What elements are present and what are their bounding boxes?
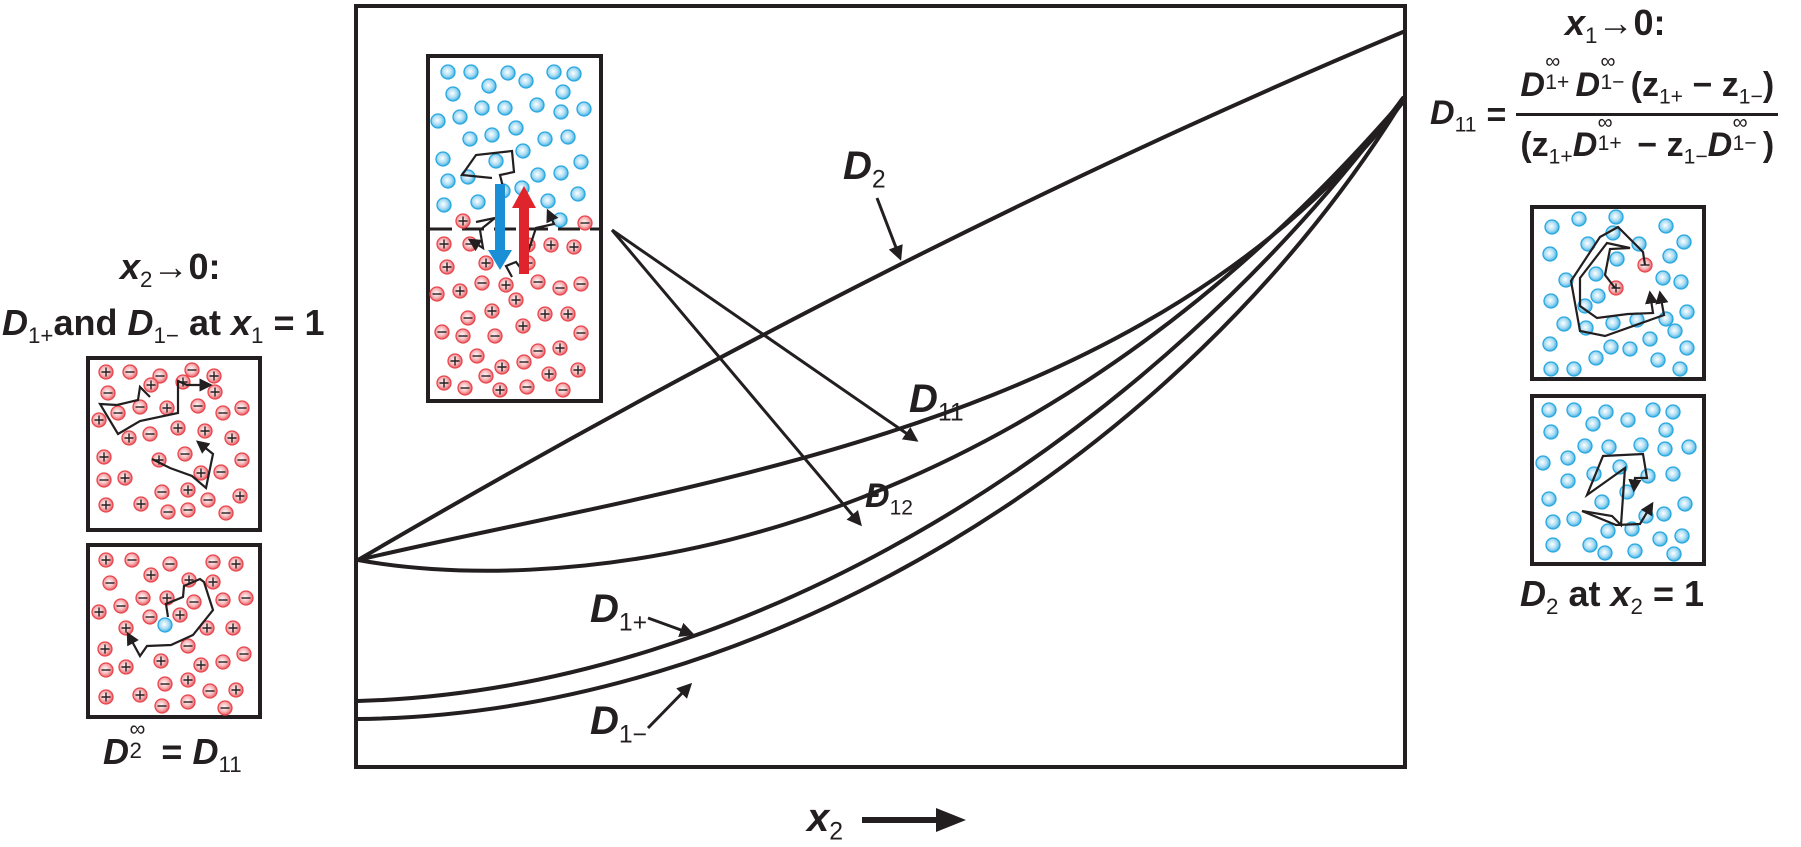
fraction: D∞1+D∞1−(z1+ − z1−) (z1+D∞1+ − z1−D∞1−): [1516, 50, 1779, 170]
curve-D2: [356, 30, 1405, 562]
label-arrows: [610, 197, 919, 730]
right-panel-bottom-condition: D2 at x2 = 1: [1520, 573, 1704, 619]
curves: [356, 30, 1405, 721]
label-D1minus: D1−: [590, 699, 648, 749]
curve-D1minus: [356, 98, 1405, 721]
fraction-numerator: D∞1+D∞1−(z1+ − z1−): [1516, 50, 1779, 117]
left-panel-bottom-equation: D∞2= D11: [103, 715, 242, 777]
interdiffusion-arrows: [488, 184, 536, 274]
x-axis-arrowhead-icon: [936, 808, 966, 832]
inset-dilute-ion-pair: [1530, 205, 1706, 381]
label-D11: D11: [909, 377, 964, 427]
label-D12: Đ12: [865, 477, 914, 520]
right-panel-equation: D11 = D∞1+D∞1−(z1+ − z1−) (z1+D∞1+ − z1−…: [1430, 50, 1779, 170]
inset-solvent-in-electrolyte: [86, 543, 262, 719]
blue-down-arrow: [488, 184, 512, 270]
label-D2: D2: [843, 144, 886, 194]
label-D1plus: D1+: [590, 587, 648, 637]
left-panel-condition: D1+and D1− at x1 = 1: [2, 302, 325, 348]
right-panel-title: x1→0:: [1565, 2, 1666, 48]
fraction-denominator: (z1+D∞1+ − z1−D∞1−): [1520, 110, 1775, 169]
arrow-D1minus: [646, 682, 693, 730]
arrow-inset-to-D11: [611, 228, 919, 442]
arrow-D1plus: [647, 616, 695, 637]
arrow-D2: [875, 197, 903, 261]
red-up-arrow: [512, 186, 536, 274]
inset-interdiffusion: [426, 54, 603, 403]
inset-pure-electrolyte: [86, 356, 262, 532]
curve-D12: [356, 98, 1405, 573]
plot-frame: [354, 4, 1407, 769]
left-panel-title: x2→0:: [120, 246, 221, 292]
curve-D1plus: [356, 96, 1405, 703]
x-axis-label: x2: [807, 796, 844, 846]
arrow-inset-to-D12: [610, 229, 862, 527]
inset-pure-solvent: [1530, 394, 1706, 566]
